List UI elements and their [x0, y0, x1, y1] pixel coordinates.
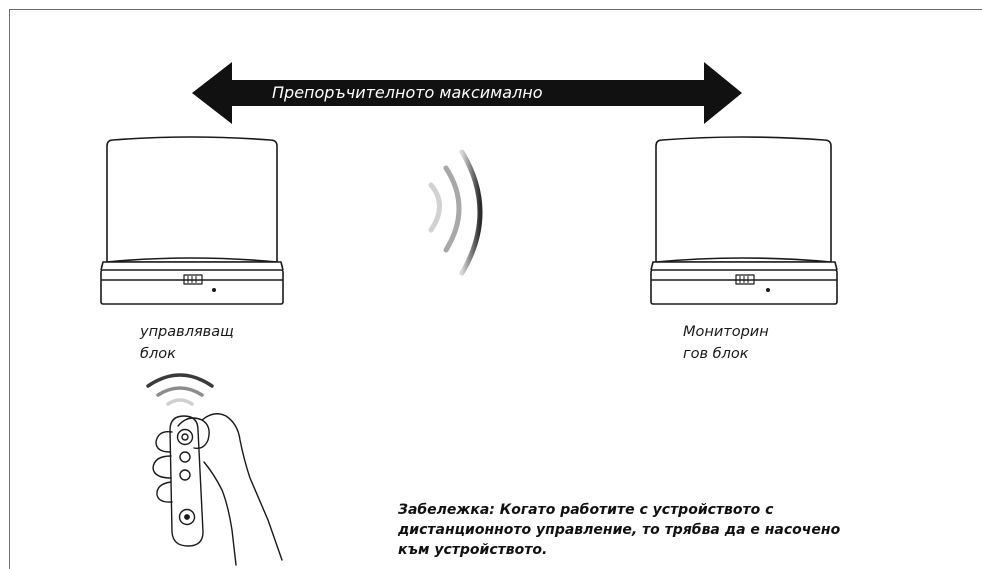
monitoring-unit-label: Мониторин гов блок — [683, 324, 769, 362]
range-label: Препоръчителното максимално — [272, 83, 543, 102]
page-frame — [9, 9, 982, 569]
control-unit-device-icon — [100, 136, 284, 305]
wireless-signal-icon — [428, 149, 483, 276]
monitoring-unit-device-icon — [650, 136, 838, 305]
remote-control-hand-icon — [152, 413, 283, 566]
control-unit-label: управляващ блок — [140, 324, 234, 362]
remote-signal-icon — [146, 373, 214, 406]
remote-usage-note: Забележка: Когато работите с устройствот… — [398, 502, 841, 558]
range-arrow — [192, 62, 742, 124]
